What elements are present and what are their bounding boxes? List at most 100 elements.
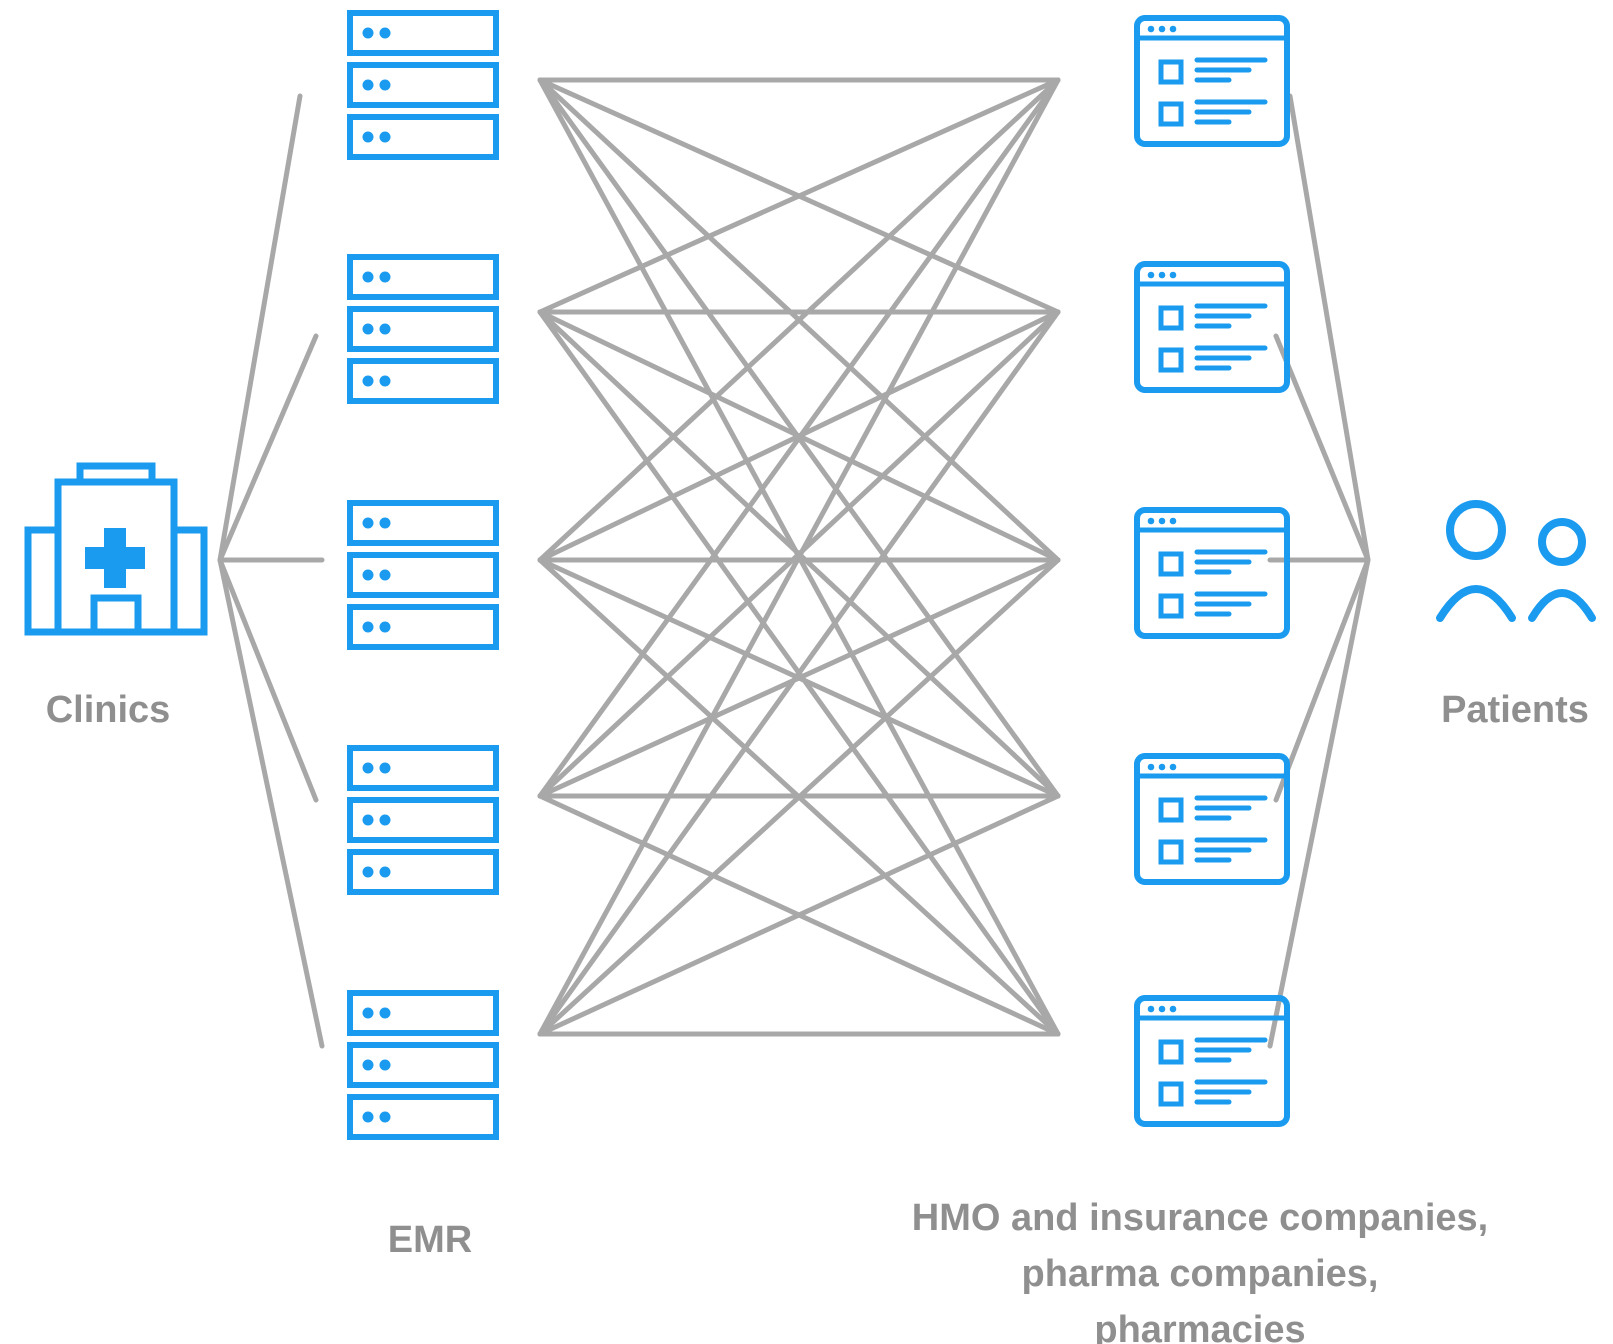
- server-unit: [347, 10, 499, 56]
- server-led: [362, 621, 374, 633]
- window-checkbox: [1158, 1081, 1184, 1107]
- server-rack-icon: [347, 990, 499, 1140]
- window-dot: [1147, 1005, 1155, 1013]
- server-led: [379, 569, 391, 581]
- clinic-connector-4: [217, 557, 319, 803]
- server-rack-icon: [347, 745, 499, 895]
- window-dot: [1147, 271, 1155, 279]
- server-led: [379, 1007, 391, 1019]
- window-dot: [1147, 763, 1155, 771]
- connectors: [217, 77, 1371, 1049]
- window-checkbox: [1158, 59, 1184, 85]
- server-unit: [347, 306, 499, 352]
- window-dot: [1169, 25, 1177, 33]
- users-icon: [1436, 500, 1596, 622]
- window-dot: [1147, 517, 1155, 525]
- patient-connector-2: [1273, 333, 1371, 563]
- window-checkbox: [1158, 101, 1184, 127]
- hospital-right-wing: [170, 526, 208, 636]
- server-unit: [347, 552, 499, 598]
- server-unit: [347, 1042, 499, 1088]
- server-unit: [347, 745, 499, 791]
- window-dot: [1147, 25, 1155, 33]
- server-led: [362, 27, 374, 39]
- window-dot: [1158, 763, 1166, 771]
- patients-label: Patients: [1441, 689, 1589, 731]
- server-led: [379, 131, 391, 143]
- window-checkbox: [1158, 593, 1184, 619]
- app-window-icon: [1134, 507, 1290, 639]
- mesh-connector-5-3: [537, 557, 1061, 1037]
- icons: [24, 10, 1596, 1140]
- server-led: [379, 866, 391, 878]
- server-unit: [347, 990, 499, 1036]
- hospital-cross-horizontal: [85, 547, 145, 569]
- server-led: [379, 375, 391, 387]
- server-led: [379, 621, 391, 633]
- mesh-connector-2-1: [537, 77, 1061, 315]
- server-rack-icon: [347, 10, 499, 160]
- window-frame: [1134, 753, 1290, 885]
- mesh-connector-5-1: [537, 77, 1061, 1037]
- server-led: [362, 1111, 374, 1123]
- window-checkbox: [1158, 551, 1184, 577]
- window-checkbox: [1158, 839, 1184, 865]
- user-body-front: [1436, 585, 1516, 622]
- clinic-connector-1: [217, 93, 303, 563]
- server-led: [362, 762, 374, 774]
- server-unit: [347, 604, 499, 650]
- user-body-back: [1528, 589, 1596, 622]
- server-unit: [347, 1094, 499, 1140]
- window-dot: [1158, 1005, 1166, 1013]
- server-led: [379, 762, 391, 774]
- emr-label: EMR: [387, 1219, 473, 1261]
- server-led: [362, 79, 374, 91]
- window-checkbox: [1158, 797, 1184, 823]
- server-led: [362, 1059, 374, 1071]
- app-window-icon: [1134, 995, 1290, 1127]
- server-unit: [347, 358, 499, 404]
- server-led: [379, 79, 391, 91]
- server-led: [362, 569, 374, 581]
- window-dot: [1169, 763, 1177, 771]
- server-led: [362, 375, 374, 387]
- server-led: [362, 131, 374, 143]
- window-dot: [1158, 517, 1166, 525]
- hospital-icon: [24, 462, 208, 636]
- server-unit: [347, 114, 499, 160]
- server-rack-icon: [347, 254, 499, 404]
- hospital-door: [90, 594, 142, 636]
- mesh-connector-4-1: [537, 77, 1061, 799]
- server-led: [362, 866, 374, 878]
- hmo-label-line-1: HMO and insurance companies,: [911, 1197, 1489, 1239]
- window-dot: [1169, 1005, 1177, 1013]
- server-unit: [347, 254, 499, 300]
- app-window-icon: [1134, 753, 1290, 885]
- window-dot: [1158, 271, 1166, 279]
- window-checkbox: [1158, 347, 1184, 373]
- app-window-icon: [1134, 261, 1290, 393]
- hospital-left-wing: [24, 526, 62, 636]
- mesh-connector-5-2: [537, 309, 1061, 1037]
- server-led: [379, 323, 391, 335]
- server-unit: [347, 62, 499, 108]
- server-led: [379, 271, 391, 283]
- window-frame: [1134, 261, 1290, 393]
- window-dot: [1158, 25, 1166, 33]
- server-led: [362, 271, 374, 283]
- patient-connector-1: [1287, 93, 1371, 563]
- server-led: [362, 1007, 374, 1019]
- clinic-connector-5: [217, 557, 325, 1049]
- hmo-label: HMO and insurance companies, pharma comp…: [860, 1190, 1540, 1344]
- hmo-label-line-3: pharmacies: [1094, 1309, 1306, 1344]
- window-frame: [1134, 507, 1290, 639]
- window-checkbox: [1158, 1039, 1184, 1065]
- server-led: [379, 1059, 391, 1071]
- user-head-back: [1538, 518, 1586, 566]
- server-led: [379, 517, 391, 529]
- patient-connector-4: [1273, 557, 1371, 803]
- window-dot: [1169, 517, 1177, 525]
- window-frame: [1134, 995, 1290, 1127]
